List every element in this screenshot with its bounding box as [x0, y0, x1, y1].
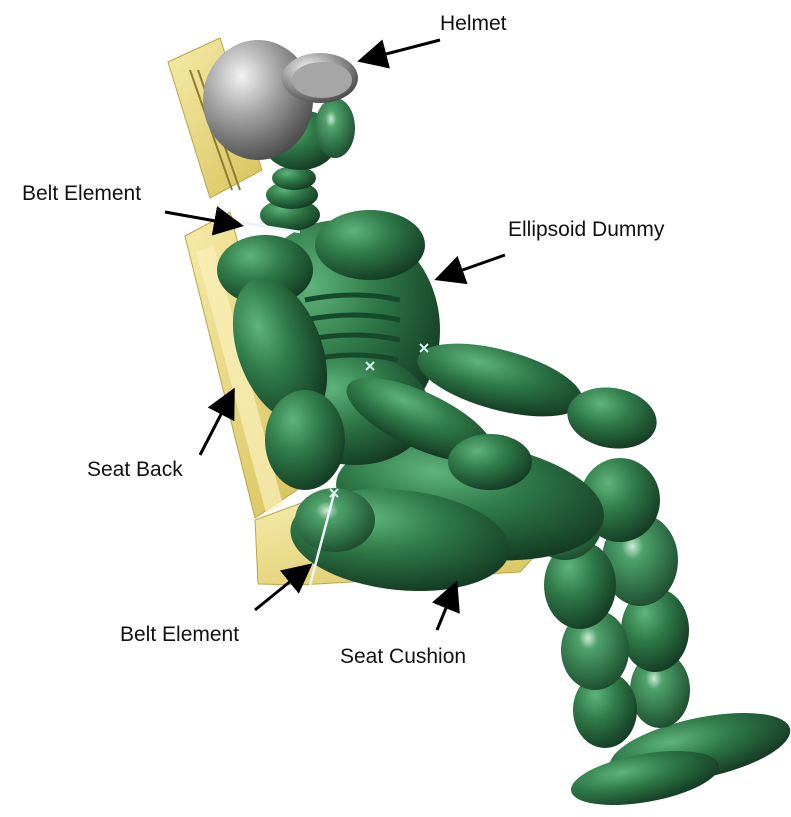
ellipsoid-dummy-label: Ellipsoid Dummy [508, 218, 665, 241]
dummy-face [315, 98, 355, 158]
ellipsoid-dummy-arrow [440, 255, 505, 278]
seat-back-label: Seat Back [87, 458, 183, 481]
ellipsoid-dummy [215, 98, 791, 815]
belt-element-lower-label: Belt Element [120, 623, 239, 646]
seat-cushion-label: Seat Cushion [340, 645, 466, 668]
helmet-arrow [363, 40, 440, 60]
belt-element-upper-label: Belt Element [22, 182, 141, 205]
seat-back-arrow [200, 393, 232, 455]
seat-cushion-arrow [437, 586, 455, 630]
helmet-label: Helmet [440, 12, 507, 35]
